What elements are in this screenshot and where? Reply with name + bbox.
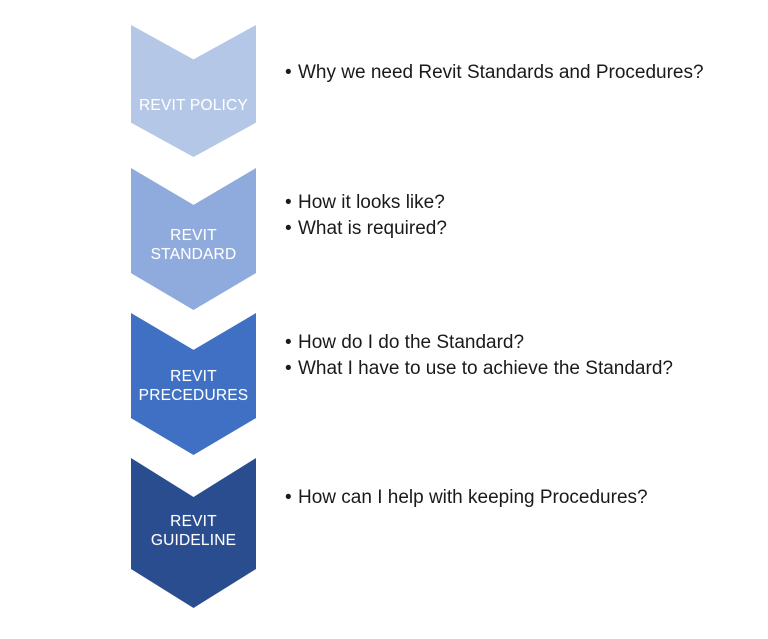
bullet-marker-icon: • [285, 332, 292, 353]
bullet-item: • What is required? [285, 216, 755, 242]
bullet-marker-icon: • [285, 358, 292, 379]
bullet-text: How can I help with keeping Procedures? [298, 487, 648, 508]
bullet-marker-icon: • [285, 62, 292, 83]
bullet-group-revit-precedures: • How do I do the Standard? • What I have … [285, 330, 755, 382]
bullet-group-revit-standard: • How it looks like? • What is required? [285, 190, 755, 242]
bullet-marker-icon: • [285, 487, 292, 508]
bullet-item: • What I have to use to achieve the Stand… [285, 356, 755, 382]
bullet-item: • How do I do the Standard? [285, 330, 755, 356]
chevron-shape-revit-precedures[interactable] [131, 313, 256, 455]
bullet-marker-icon: • [285, 218, 292, 239]
bullet-item: • How it looks like? [285, 190, 755, 216]
bullet-item: • Why we need Revit Standards and Procedu… [285, 60, 755, 86]
chevron-shape-revit-policy[interactable] [131, 25, 256, 157]
bullet-text: What I have to use to achieve the Standa… [298, 358, 673, 379]
bullet-marker-icon: • [285, 192, 292, 213]
bullet-text: How do I do the Standard? [298, 332, 525, 353]
bullet-item: • How can I help with keeping Procedures? [285, 485, 755, 511]
bullet-group-revit-guideline: • How can I help with keeping Procedures? [285, 485, 755, 511]
bullet-group-revit-policy: • Why we need Revit Standards and Procedu… [285, 60, 755, 86]
bullet-text: How it looks like? [298, 192, 445, 213]
bullet-text: What is required? [298, 218, 447, 239]
chevron-shape-revit-guideline[interactable] [131, 458, 256, 608]
chevron-shape-revit-standard[interactable] [131, 168, 256, 310]
bullet-text: Why we need Revit Standards and Procedur… [298, 62, 704, 83]
